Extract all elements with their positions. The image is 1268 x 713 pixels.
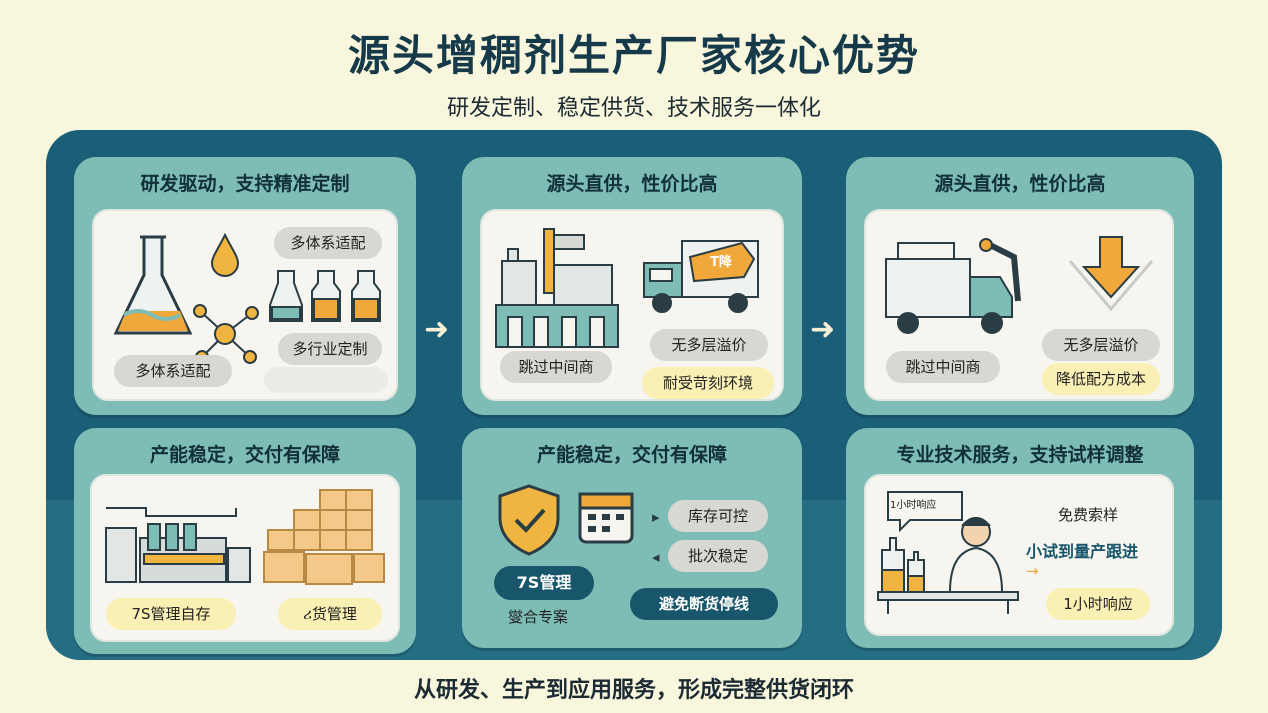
card-title: 源头直供，性价比高 [546,173,718,195]
label-no-markup: 无多层溢价 [650,329,768,361]
label-lower-cost: 降低配方成本 [1042,363,1160,395]
blank-label [264,367,388,393]
card-direct-supply-1: 源头直供，性价比高 [462,157,802,415]
page-subtitle: 研发定制、稳定供货、技术服务一体化 [446,96,821,121]
card-title: 产能稳定，交付有保障 [536,444,727,466]
card-title: 研发驱动，支持精准定制 [140,173,350,195]
technician-icon [877,517,1019,614]
label-multi-industry: 多行业定制 [278,333,382,365]
label-inventory: 库存可控 [668,500,768,532]
label-batch-stable: 批次稳定 [668,540,768,572]
label-no-markup: 无多层溢价 [1042,329,1160,361]
label-1h-response: 1小时响应 [1046,588,1150,620]
card-title: 专业技术服务，支持试样调整 [896,444,1144,466]
label-skip-middleman: 跳过中间商 [500,351,612,383]
card-rd: 研发驱动，支持精准定制 多体系适配 [74,157,416,415]
label-goods-mgmt: ሪ货管理 [278,598,382,630]
bubble-text: 1小时响应 [890,500,937,511]
arrow-left-icon: ▸ [652,508,660,526]
card-inner: 1小时响应 免费索样 小试到量产跟进 → 1小时响应 [864,474,1174,636]
page-title: 源头增稠剂生产厂家核心优势 [347,31,920,80]
card-inner: 跳过中间商 无多层溢价 降低配方成本 [864,209,1174,401]
flask-icon [113,235,193,335]
card-title: 源头直供，性价比高 [934,173,1106,195]
arrow-right-icon: → [1026,562,1039,580]
warehouse-machine-icon [105,507,251,583]
down-arrow-icon [1068,236,1154,312]
shield-check-icon [498,484,560,556]
card-capacity-2: 产能稳定，交付有保障 ▸ 库存可控 ◂ 批次稳定 7S管理 燮合专案 避免断货停… [462,428,802,648]
price-tag-icon [688,241,756,283]
label-avoid-stoppage: 避免断货停线 [630,588,778,620]
calendar-icon [578,492,634,544]
label-harsh-env: 耐受苛刻环境 [642,367,774,399]
footer-caption: 从研发、生产到应用服务，形成完整供货闭环 [413,678,854,703]
label-multi-system-top: 多体系适配 [274,227,382,259]
label-pilot-to-mass: 小试到量产跟进 [1026,542,1139,561]
label-7s: 7S管理 [494,566,594,600]
arrow-right-icon: ➜ [424,312,450,347]
droplet-icon [210,232,240,277]
arrow-left-icon: ◂ [652,548,660,566]
robot-arm-icon [979,238,1021,302]
bottle-icon [269,270,381,322]
card-inner: 多体系适配 多体系适配 多行业定制 [92,209,398,401]
arrow-right-icon: ➜ [810,312,836,347]
speech-bubble-icon [887,491,963,533]
label-skip-middleman: 跳过中间商 [886,351,1000,383]
card-title: 产能稳定，交付有保障 [149,444,340,466]
card-inner: 7S管理自存 ሪ货管理 [90,474,400,642]
factory-icon [495,228,619,348]
label-free-sample: 免费索样 [1058,506,1119,524]
boxes-icon [263,489,385,585]
card-direct-supply-2: 源头直供，性价比高 跳过中间商 无多层溢价 降低配方成本 [846,157,1194,415]
label-7s-self: 7S管理自存 [106,598,236,630]
molecule-icon [193,304,259,364]
card-tech-service: 专业技术服务，支持试样调整 1小时响应 免费索样 小试到量产跟进 → 1小时响应 [846,428,1194,648]
label-multi-system-bottom: 多体系适配 [114,355,232,387]
label-joint-plan: 燮合专案 [508,608,569,626]
card-capacity-1: 产能稳定，交付有保障 7S管理自存 ሪ货管理 [74,428,416,654]
truck-icon [885,242,1013,334]
card-inner: T降 跳过中间商 无多层溢价 耐受苛刻环境 [480,209,784,401]
price-tag-label: T降 [710,255,732,270]
